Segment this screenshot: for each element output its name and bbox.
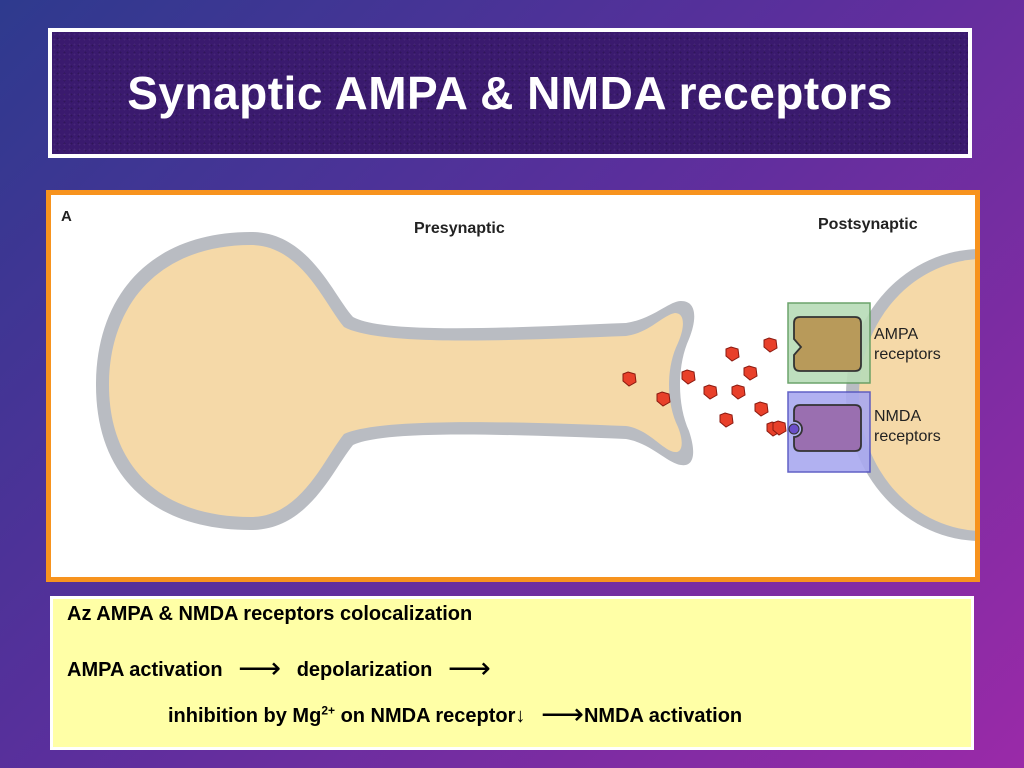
depolarization-text: depolarization xyxy=(296,659,433,681)
postsynaptic-cell xyxy=(859,259,975,531)
colocalization-text: Az AMPA & NMDA receptors colocalization xyxy=(67,603,473,625)
glutamate-molecule xyxy=(731,384,746,400)
nmda-label-line1: NMDA xyxy=(874,408,921,425)
nmda-receptor xyxy=(793,404,862,452)
nmda-label-line2: receptors xyxy=(874,428,941,445)
glutamate-molecule xyxy=(703,384,718,400)
synapse-diagram: A Presynaptic Postsynaptic AMPA receptor… xyxy=(61,208,975,541)
ampa-receptor xyxy=(793,316,862,372)
postsynaptic-label: Postsynaptic xyxy=(818,216,918,233)
glutamate-molecules xyxy=(622,337,787,437)
presynaptic-neuron xyxy=(109,245,683,517)
nmda-activation-text: NMDA activation xyxy=(583,705,743,727)
slide-title: Synaptic AMPA & NMDA receptors xyxy=(127,67,893,119)
glutamate-molecule xyxy=(681,369,696,385)
synapse-diagram-frame: A Presynaptic Postsynaptic AMPA receptor… xyxy=(46,190,980,582)
nmda-receptor-decrease-text: on NMDA receptor↓ xyxy=(340,705,526,727)
notes-box: Az AMPA & NMDA receptors colocalization … xyxy=(50,596,974,750)
ampa-label-line1: AMPA xyxy=(874,326,918,343)
ampa-activation-text: AMPA activation xyxy=(67,659,223,681)
title-box: Synaptic AMPA & NMDA receptors xyxy=(48,28,972,158)
panel-letter: A xyxy=(61,208,72,225)
presynaptic-label: Presynaptic xyxy=(414,220,505,237)
note-line-2: AMPA activation ⟶ depolarization ⟶ xyxy=(67,649,501,685)
glutamate-molecule xyxy=(622,371,637,387)
note-line-3: inhibition by Mg2+ on NMDA receptor↓ ⟶NM… xyxy=(168,695,743,731)
mg-charge-superscript: 2+ xyxy=(321,703,335,718)
glutamate-molecule xyxy=(743,365,758,381)
glutamate-molecule xyxy=(719,412,734,428)
glutamate-molecule xyxy=(754,401,769,417)
mg-inhibition-text: inhibition by Mg xyxy=(168,705,322,727)
ampa-label-line2: receptors xyxy=(874,346,941,363)
right-arrow-icon: ⟶ xyxy=(447,652,491,685)
glutamate-molecule xyxy=(763,337,778,353)
right-arrow-icon: ⟶ xyxy=(238,652,282,685)
glutamate-molecule xyxy=(725,346,740,362)
mg-block xyxy=(788,423,800,435)
right-arrow-icon: ⟶ xyxy=(540,698,584,731)
note-line-1: Az AMPA & NMDA receptors colocalization xyxy=(67,603,472,626)
glutamate-molecule xyxy=(656,391,671,407)
glutamate-molecule xyxy=(772,420,787,436)
